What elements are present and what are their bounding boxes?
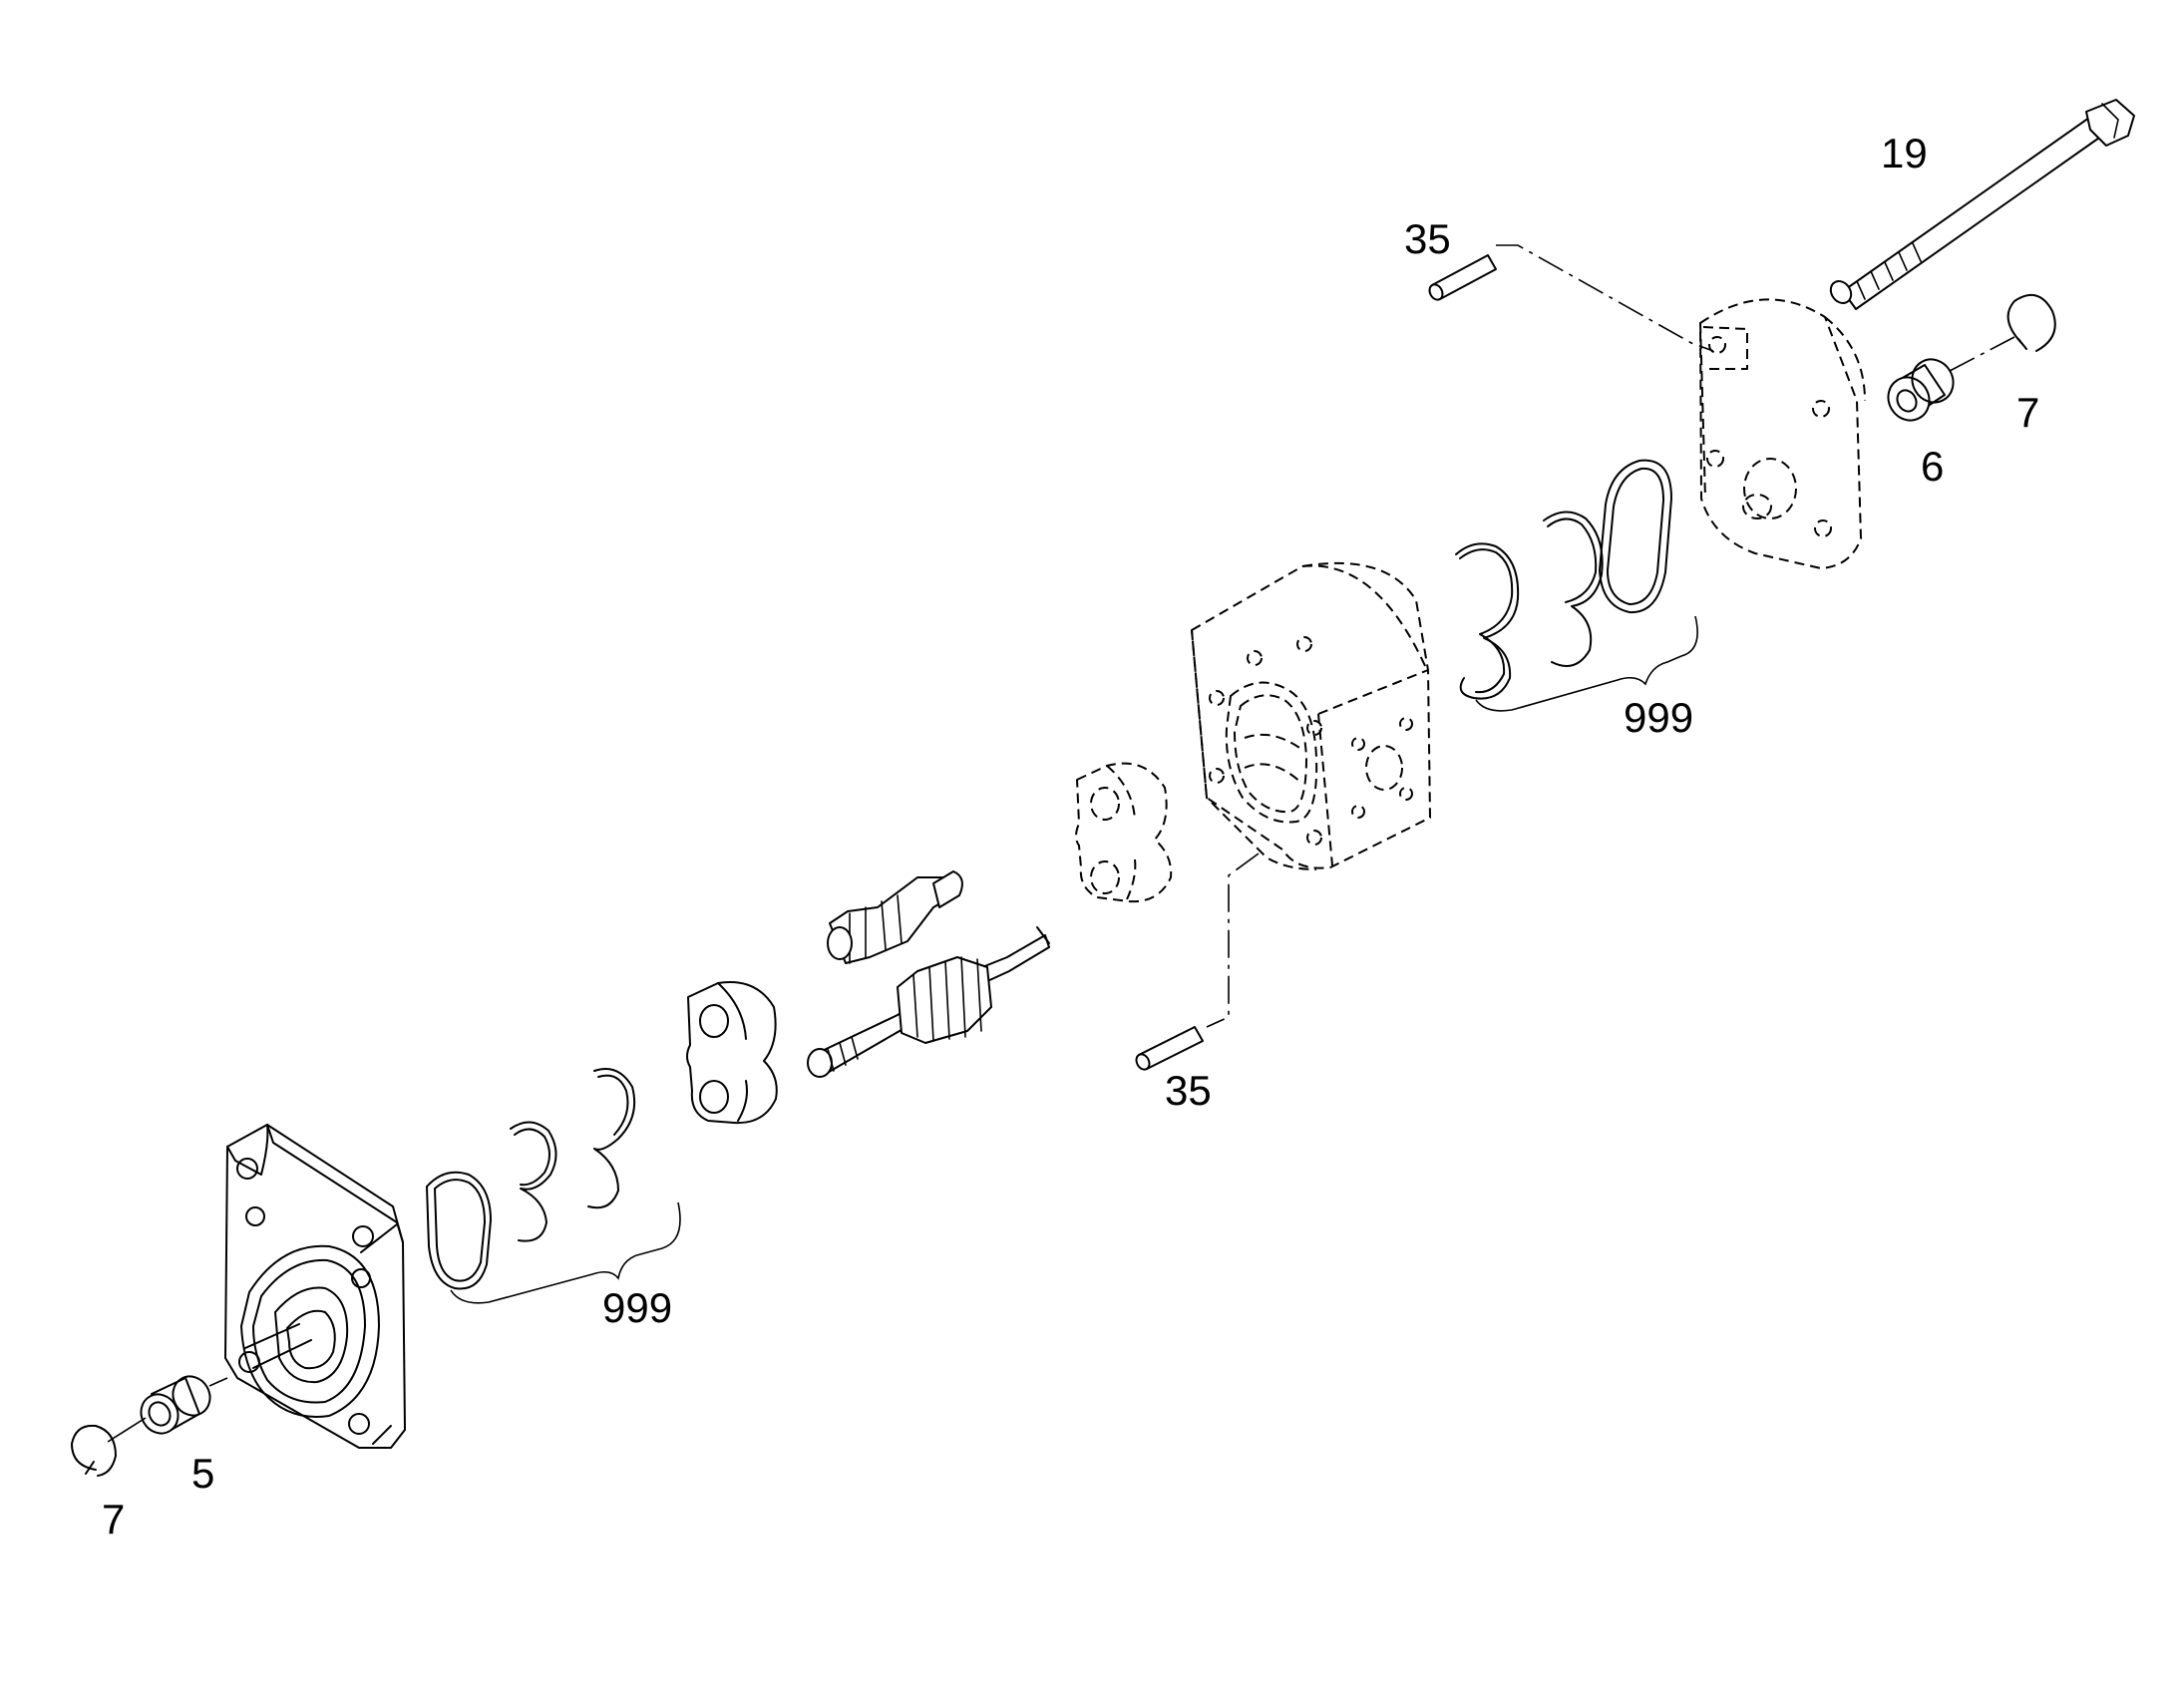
rear-cover-part <box>1699 298 1866 569</box>
kit-brace-left <box>450 1201 681 1304</box>
driven-gear-shaft <box>827 870 963 964</box>
bushing-block-rear <box>1075 762 1173 903</box>
callout-35-top: 35 <box>1404 215 1451 262</box>
leader-line-pin-top <box>1496 244 1714 352</box>
bearing-front-part <box>140 1375 211 1435</box>
dowel-pin-top <box>1428 254 1497 301</box>
callout-7-front: 7 <box>102 1496 125 1542</box>
front-flange-part <box>224 1124 406 1449</box>
retaining-ring-rear <box>2006 293 2056 352</box>
callout-5: 5 <box>191 1450 214 1497</box>
callout-35-bottom: 35 <box>1165 1067 1212 1114</box>
drive-gear-shaft <box>807 926 1050 1078</box>
seal-kit-right <box>1455 459 1672 700</box>
seal-kit-left <box>426 1068 636 1290</box>
retaining-ring-front <box>71 1424 117 1477</box>
leader-line-pin-bottom <box>1206 853 1260 1028</box>
callout-999-left: 999 <box>602 1284 672 1331</box>
callout-6: 6 <box>1921 443 1944 490</box>
callout-999-right: 999 <box>1624 694 1693 741</box>
dowel-pin-bottom <box>1135 1026 1204 1071</box>
leader-line-front-ring <box>107 1417 147 1443</box>
kit-brace-right <box>1475 615 1698 712</box>
callout-19: 19 <box>1881 130 1928 176</box>
pump-housing-part <box>1191 561 1431 870</box>
callout-7-rear: 7 <box>2016 389 2039 436</box>
bolt-part <box>1829 99 2135 310</box>
leader-line-rear-bearing <box>1949 336 2015 372</box>
bushing-block-front <box>686 981 778 1125</box>
leader-line-front-bearing <box>208 1377 228 1387</box>
bearing-rear-part <box>1887 358 1955 422</box>
